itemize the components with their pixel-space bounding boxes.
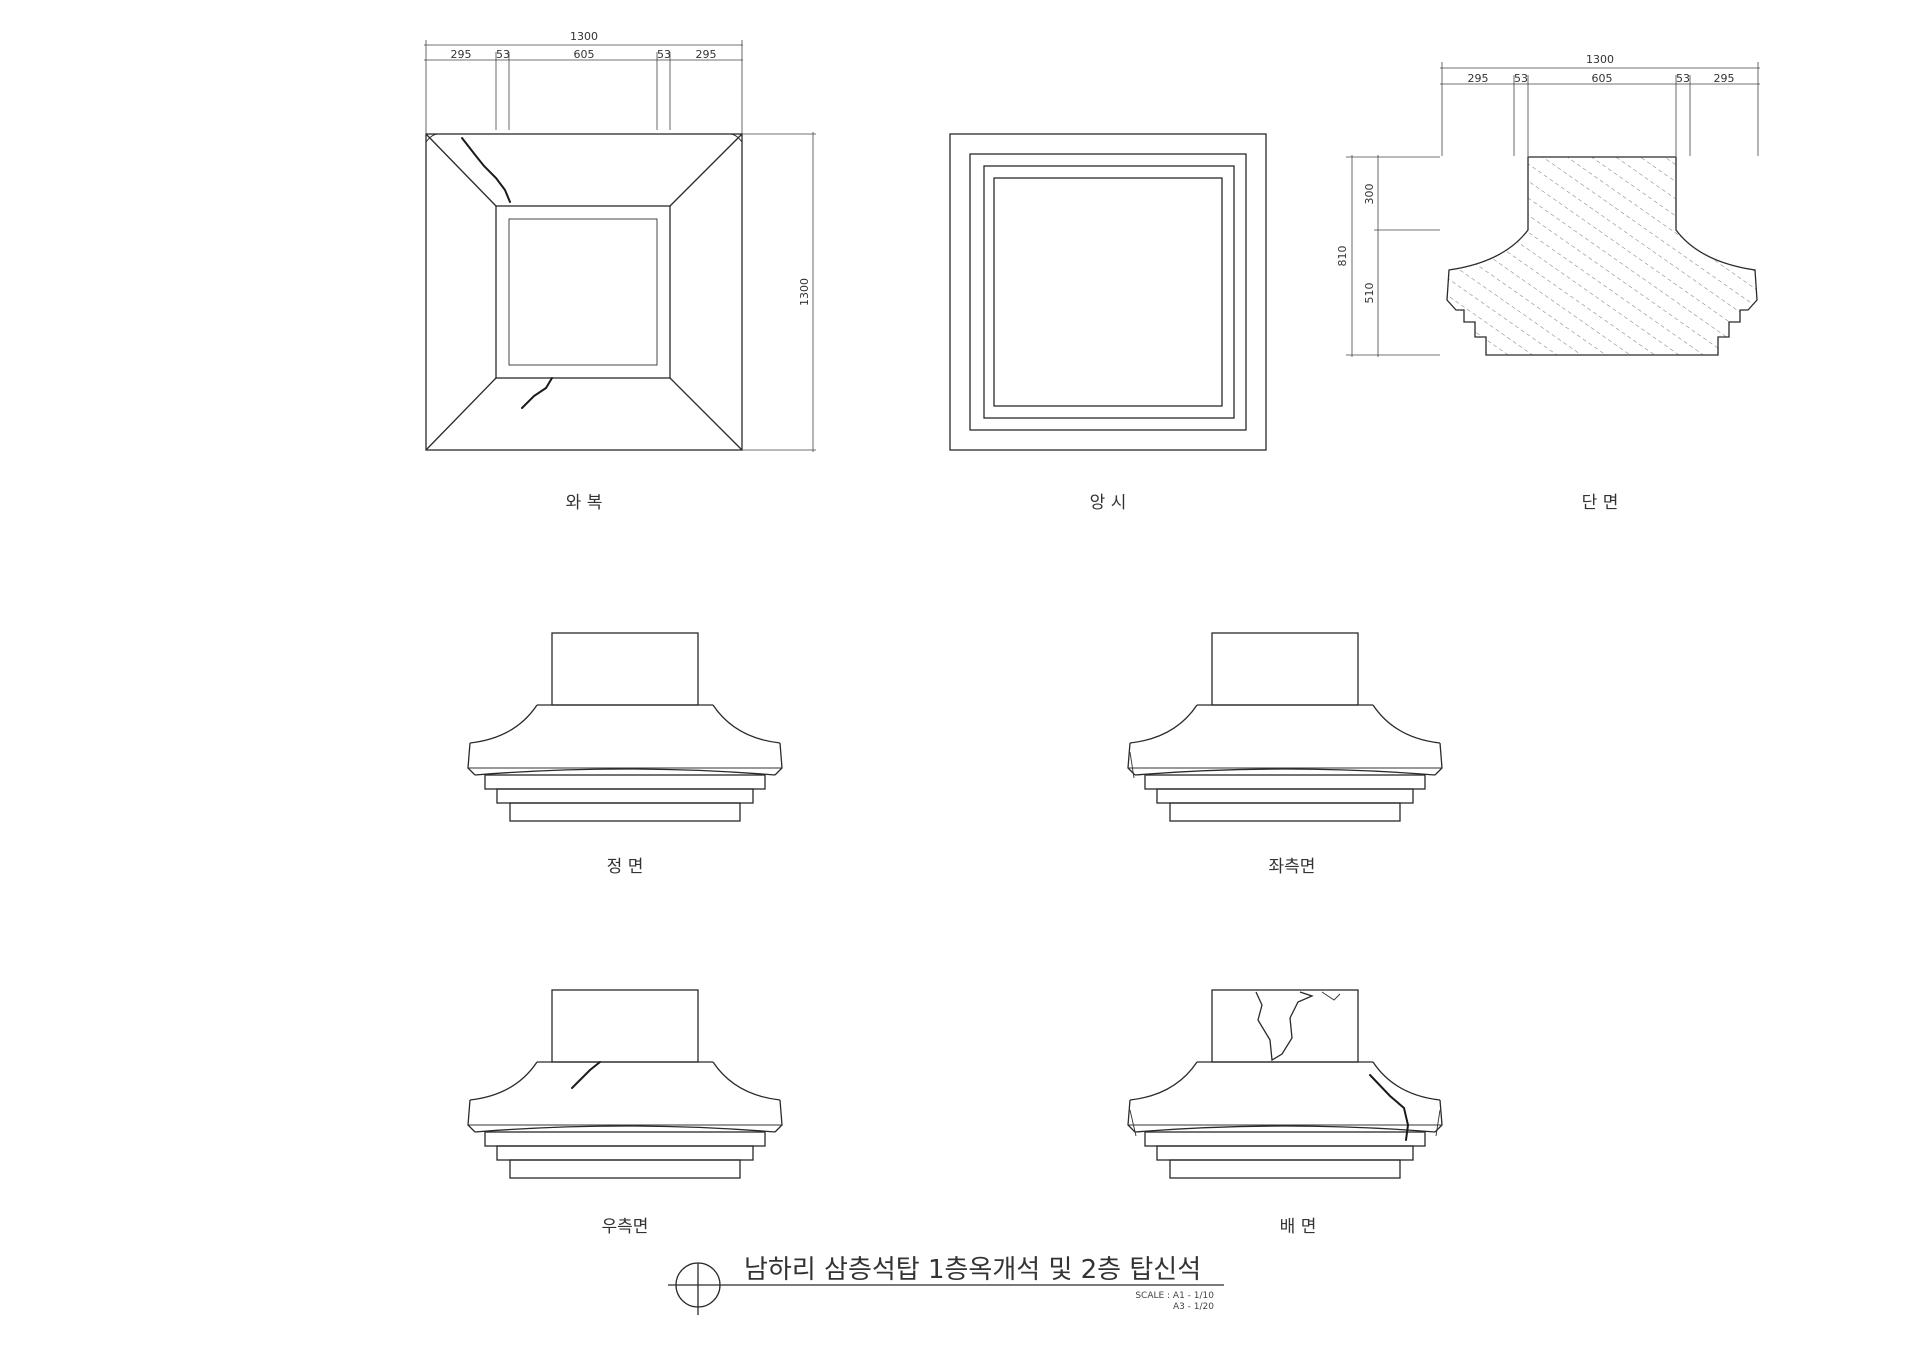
dim-segment: 53 bbox=[496, 48, 510, 61]
crack-mark bbox=[461, 137, 511, 203]
dim-height-total: 810 bbox=[1336, 246, 1349, 267]
dim-segment: 295 bbox=[451, 48, 472, 61]
dim-height-lower: 510 bbox=[1363, 283, 1376, 304]
section-hatch bbox=[1446, 156, 1758, 356]
elevation-right: 우측면 bbox=[467, 989, 783, 1237]
caption-section: 단 면 bbox=[1582, 493, 1619, 513]
plan-bottom-view: 앙 시 bbox=[949, 133, 1267, 513]
elevation-front: 정 면 bbox=[467, 632, 783, 877]
scale-note-a1: SCALE : A1 - 1/10 bbox=[1135, 1291, 1214, 1301]
caption-plan-bottom: 앙 시 bbox=[1090, 493, 1127, 513]
caption-back: 배 면 bbox=[1280, 1217, 1317, 1237]
dim-height-upper: 300 bbox=[1363, 184, 1376, 205]
scale-note-a3: A3 - 1/20 bbox=[1173, 1302, 1214, 1312]
crack-mark bbox=[571, 1061, 601, 1089]
dim-segment: 53 bbox=[657, 48, 671, 61]
crack-mark bbox=[1369, 1074, 1410, 1141]
dim-height: 1300 bbox=[798, 278, 811, 306]
dim-segment: 295 bbox=[1714, 72, 1735, 85]
dim-total-width: 1300 bbox=[570, 30, 598, 43]
caption-front: 정 면 bbox=[607, 857, 644, 877]
dim-segment: 605 bbox=[574, 48, 595, 61]
dim-segment: 53 bbox=[1514, 72, 1528, 85]
caption-plan-top: 와 복 bbox=[566, 493, 603, 513]
dim-segment: 295 bbox=[696, 48, 717, 61]
plan-top-view: 1300 295 53 605 53 295 1300 와 복 bbox=[424, 30, 816, 513]
dim-segment: 605 bbox=[1592, 72, 1613, 85]
drawing-title: 남하리 삼층석탑 1층옥개석 및 2층 탑신석 bbox=[744, 1255, 1201, 1285]
dim-total-width: 1300 bbox=[1586, 53, 1614, 66]
dim-segment: 295 bbox=[1468, 72, 1489, 85]
caption-right: 우측면 bbox=[602, 1217, 649, 1237]
crack-mark bbox=[521, 377, 553, 409]
section-view: 1300 295 53 605 53 295 810 300 510 단 면 bbox=[1336, 53, 1760, 513]
elevation-left: 좌측면 bbox=[1127, 632, 1443, 877]
title-block: 남하리 삼층석탑 1층옥개석 및 2층 탑신석 SCALE : A1 - 1/1… bbox=[668, 1255, 1224, 1315]
caption-left: 좌측면 bbox=[1269, 857, 1316, 877]
dim-segment: 53 bbox=[1676, 72, 1690, 85]
elevation-back: 배 면 bbox=[1127, 989, 1443, 1237]
damage-outline bbox=[1255, 991, 1314, 1062]
